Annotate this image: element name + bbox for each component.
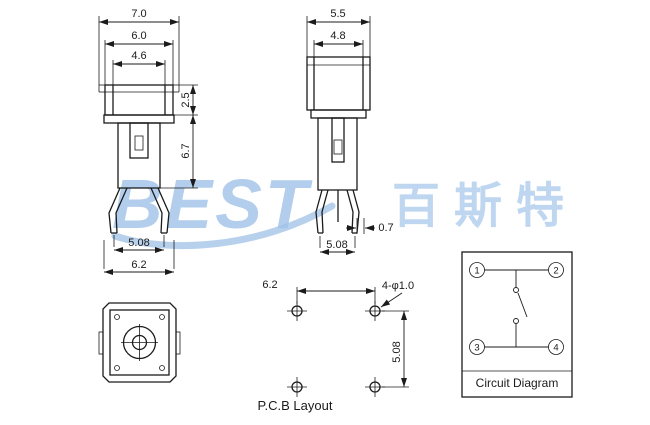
front-dim-width-mid-label: 6.0 xyxy=(131,30,146,42)
side-view-legs xyxy=(315,189,360,234)
front-dim-base-width: 6.2 xyxy=(103,240,175,275)
circuit-diagram-caption: Circuit Diagram xyxy=(476,376,559,390)
pcb-pad-top-left xyxy=(287,301,307,321)
circuit-pin-1-label: 1 xyxy=(474,266,479,277)
circuit-pin-2-label: 2 xyxy=(553,266,558,277)
front-dim-width-inner: 4.6 xyxy=(112,50,166,85)
front-dim-width-inner-label: 4.6 xyxy=(131,50,146,62)
side-dim-width-inner: 4.8 xyxy=(313,30,364,57)
front-dim-body-height: 6.7 xyxy=(160,115,198,189)
front-dim-body-height-label: 6.7 xyxy=(180,143,192,158)
pcb-dim-horizontal: 6.2 xyxy=(262,279,376,304)
front-dim-pin-span-label: 5.08 xyxy=(128,237,149,249)
pcb-layout: 6.2 5.08 4-φ1.0 P.C.B Layout xyxy=(258,279,415,413)
circuit-pin-4: 4 xyxy=(548,339,564,355)
circuit-pin-1: 1 xyxy=(469,262,485,278)
circuit-pin-3-label: 3 xyxy=(474,343,479,354)
bottom-view xyxy=(98,302,181,383)
side-dim-pin-span-label: 5.08 xyxy=(326,239,347,251)
front-view-legs xyxy=(108,187,170,234)
front-dim-cap-height: 2.5 xyxy=(174,84,198,116)
pcb-hole-callout: 4-φ1.0 xyxy=(380,280,414,308)
pcb-dim-vertical-label: 5.08 xyxy=(391,341,403,362)
side-dim-pin-span: 5.08 xyxy=(319,236,356,255)
front-view: 7.0 6.0 4.6 xyxy=(98,8,198,275)
watermark-cjk-text: 百斯特 xyxy=(392,180,578,233)
side-view: 5.5 4.8 xyxy=(306,8,394,255)
front-view-body xyxy=(98,84,180,189)
watermark: BEST 百斯特 xyxy=(111,165,578,249)
pcb-pad-bottom-left xyxy=(287,377,307,397)
front-dim-width-outer: 7.0 xyxy=(98,8,180,85)
side-view-body xyxy=(306,56,371,191)
circuit-pin-2: 2 xyxy=(548,262,564,278)
front-dim-cap-height-label: 2.5 xyxy=(180,92,192,107)
pcb-layout-caption: P.C.B Layout xyxy=(258,398,333,413)
pcb-dim-horizontal-label: 6.2 xyxy=(262,279,277,291)
front-dim-pin-span: 5.08 xyxy=(113,235,165,253)
circuit-wires xyxy=(484,269,549,348)
watermark-swoosh xyxy=(111,202,336,249)
side-dim-width-outer: 5.5 xyxy=(306,8,371,57)
circuit-switch-symbol xyxy=(513,287,528,324)
pcb-pad-top-right xyxy=(365,301,385,321)
pcb-pad-bottom-right xyxy=(365,377,385,397)
circuit-diagram: 1 2 3 4 Circuit Diagram xyxy=(461,251,573,398)
pcb-dim-vertical: 5.08 xyxy=(382,310,409,388)
side-dim-width-inner-label: 4.8 xyxy=(330,30,345,42)
front-dim-base-width-label: 6.2 xyxy=(131,259,146,271)
circuit-pin-4-label: 4 xyxy=(553,343,558,354)
front-dim-width-mid: 6.0 xyxy=(104,30,174,85)
side-dim-pin-width: 0.7 xyxy=(346,218,394,234)
pcb-hole-callout-label: 4-φ1.0 xyxy=(382,280,414,292)
side-dim-pin-width-label: 0.7 xyxy=(378,222,393,234)
circuit-pin-3: 3 xyxy=(469,339,485,355)
front-dim-width-outer-label: 7.0 xyxy=(131,8,146,20)
side-dim-width-outer-label: 5.5 xyxy=(330,8,345,20)
